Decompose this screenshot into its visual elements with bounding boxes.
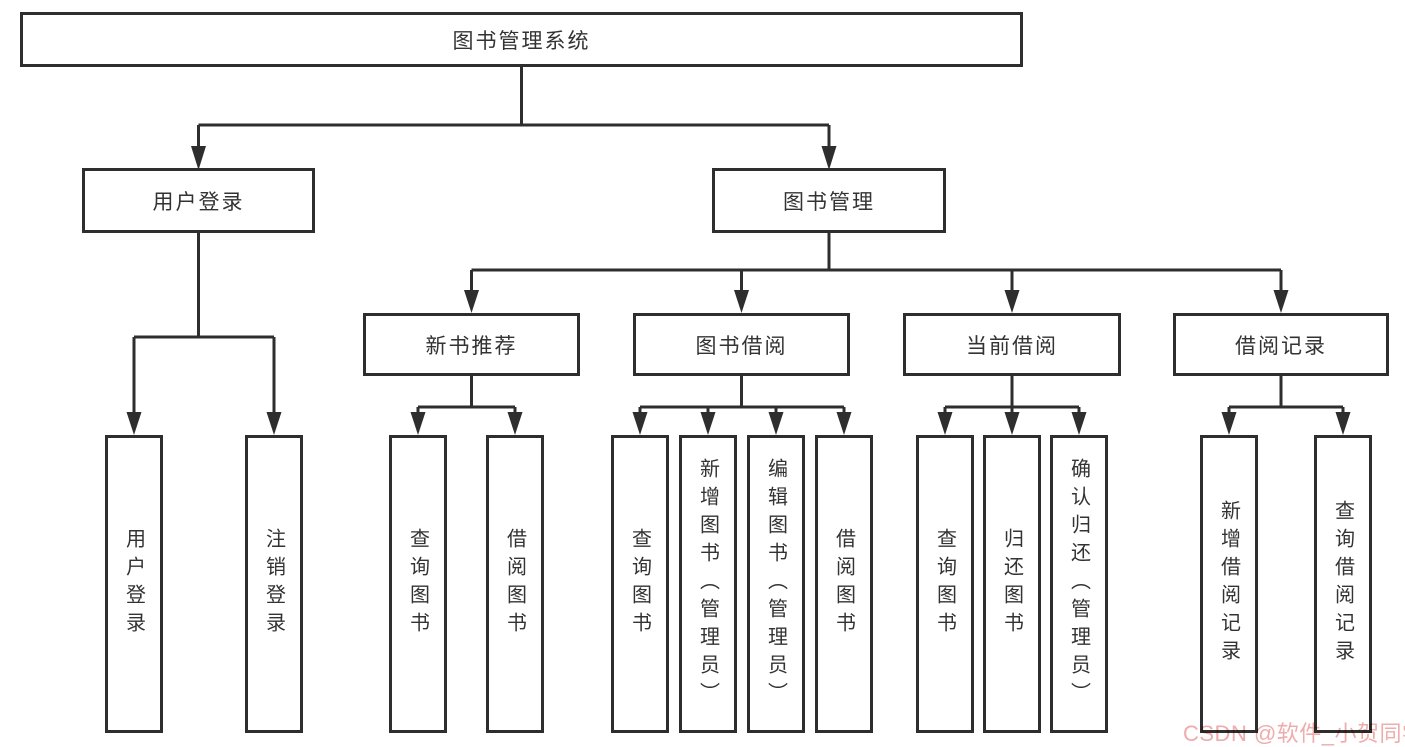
connector-book-management-to-level3 — [464, 233, 1289, 313]
connector-current-borrowing-to-leaves — [937, 376, 1087, 435]
node-current-borrowing: 当前借阅 — [903, 313, 1121, 376]
node-borrowing-records: 借阅记录 — [1173, 313, 1389, 376]
node-book-management: 图书管理 — [712, 168, 946, 233]
connector-new-book-to-leaves — [410, 376, 523, 435]
leaf-add-borrow-record: 新增借阅记录 — [1200, 435, 1258, 733]
leaf-query-books-current: 查询图书 — [916, 435, 974, 733]
leaf-add-book-admin: 新增图书（管理员） — [679, 435, 737, 733]
leaf-return-books: 归还图书 — [983, 435, 1041, 733]
node-user-login: 用户登录 — [82, 168, 315, 233]
csdn-watermark: CSDN @软件_小贺同学 — [1183, 721, 1405, 746]
leaf-logout: 注销登录 — [245, 435, 303, 733]
connector-user-login-to-leaves — [126, 233, 282, 435]
leaf-edit-book-admin: 编辑图书（管理员） — [747, 435, 805, 733]
leaf-borrow-books-borrowing: 借阅图书 — [815, 435, 873, 733]
leaf-user-login: 用户登录 — [105, 435, 163, 733]
node-new-book-recommendation: 新书推荐 — [363, 313, 580, 376]
leaf-query-books-recommend: 查询图书 — [389, 435, 447, 733]
leaf-borrow-books-recommend: 借阅图书 — [486, 435, 544, 733]
connector-book-borrowing-to-leaves — [632, 376, 852, 435]
node-library-management-system: 图书管理系统 — [20, 12, 1023, 67]
leaf-query-books-borrowing: 查询图书 — [611, 435, 669, 733]
node-book-borrowing: 图书借阅 — [633, 313, 850, 376]
connector-borrow-records-to-leaves — [1221, 376, 1351, 435]
connector-root-to-level2 — [191, 67, 837, 170]
leaf-query-borrow-record: 查询借阅记录 — [1314, 435, 1372, 733]
leaf-confirm-return-admin: 确认归还（管理员） — [1050, 435, 1108, 733]
